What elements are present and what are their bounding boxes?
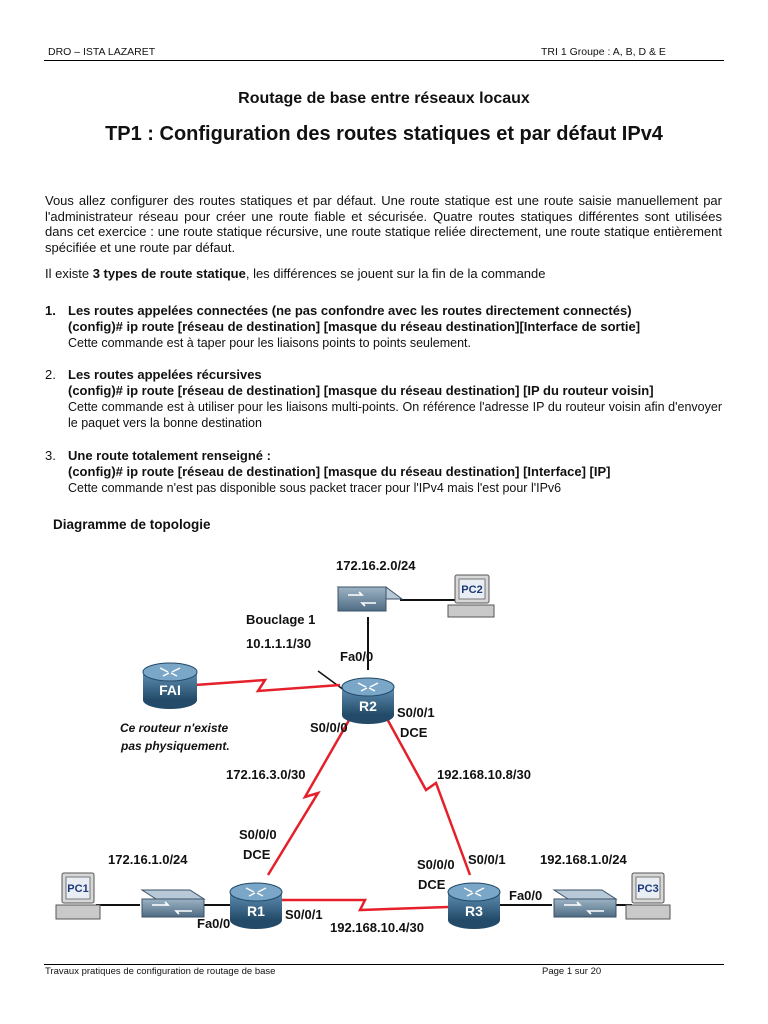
loopback-name-label: Bouclage 1 [246,612,315,627]
intro-paragraph: Vous allez configurer des routes statiqu… [45,193,722,255]
topology-diagram: FAI R2 R1 R3 PC2 [55,558,671,935]
topology-heading: Diagramme de topologie [53,517,211,532]
router-label-r2: R2 [359,698,377,714]
route-types-bold: 3 types de route statique [92,266,246,281]
wan-link-r1-r3 [280,898,449,912]
list-item-description: Cette commande est à taper pour les liai… [68,336,471,350]
network-label: 192.168.10.4/30 [330,920,424,935]
route-types-line: Il existe 3 types de route statique, les… [45,266,546,281]
loopback-ip-label: 10.1.1.1/30 [246,636,311,651]
list-item-description: Cette commande n'est pas disponible sous… [68,481,562,495]
interface-label: S0/0/1 [285,907,323,922]
document-title: TP1 : Configuration des routes statiques… [105,123,663,145]
interface-label: S0/0/1 [397,705,435,720]
router-icon: R3 [447,882,501,929]
interface-label: S0/0/0 [417,857,455,872]
switch-icon [140,889,206,918]
pc-label-pc1: PC1 [67,883,88,895]
list-item: 1. Les routes appelées connectées (ne pa… [45,303,722,351]
list-item-number: 3. [45,448,56,463]
pc-icon: PC2 [447,574,495,618]
list-item-description: Cette commande est à utiliser pour les l… [68,400,722,430]
router-label-fai: FAI [159,682,181,698]
network-label: 172.16.2.0/24 [336,558,416,573]
list-item-number: 1. [45,303,56,318]
router-icon: FAI [142,662,198,709]
list-item-command: (config)# ip route [réseau de destinatio… [68,319,641,334]
wan-link-fai-r2 [194,678,341,693]
dce-label: DCE [243,847,271,862]
route-types-suffix: , les différences se jouent sur la fin d… [245,266,546,281]
fai-note-line: Ce routeur n'existe [120,721,229,735]
pc-icon: PC1 [55,872,101,920]
fai-note-line: pas physiquement. [120,739,230,753]
dce-label: DCE [418,877,446,892]
router-label-r3: R3 [465,903,483,919]
network-label: 172.16.1.0/24 [108,852,188,867]
pc-icon: PC3 [625,872,671,920]
network-label: 192.168.1.0/24 [540,852,628,867]
interface-label: S0/0/0 [239,827,277,842]
wan-link-r2-r3 [383,714,472,876]
header-rule [44,60,724,61]
router-label-r1: R1 [247,903,265,919]
footer-rule [44,964,724,965]
router-icon: R1 [229,882,283,929]
document-subtitle: Routage de base entre réseaux locaux [238,90,530,107]
switch-icon [336,586,404,612]
route-types-prefix: Il existe [45,266,93,281]
interface-label: Fa0/0 [340,649,373,664]
switch-icon [552,889,618,918]
list-item-title: Une route totalement renseigné : [68,448,271,463]
router-icon: R2 [341,677,395,724]
interface-label: S0/0/1 [468,852,506,867]
pc-label-pc3: PC3 [637,883,658,895]
header-left: DRO – ISTA LAZARET [48,46,156,58]
list-item-title: Les routes appelées récursives [68,367,262,382]
dce-label: DCE [400,725,428,740]
pc-label-pc2: PC2 [461,584,482,596]
interface-label: S0/0/0 [310,720,348,735]
list-item-title: Les routes appelées connectées (ne pas c… [68,303,632,318]
wan-link-r1-r2 [266,714,354,876]
interface-label: Fa0/0 [509,888,542,903]
footer-page-number: Page 1 sur 20 [542,966,602,977]
list-item: 2. Les routes appelées récursives (confi… [45,367,722,431]
interface-label: Fa0/0 [197,916,230,931]
network-label: 172.16.3.0/30 [226,767,306,782]
list-item-command: (config)# ip route [réseau de destinatio… [68,464,611,479]
network-label: 192.168.10.8/30 [437,767,531,782]
footer-left: Travaux pratiques de configuration de ro… [45,966,276,977]
list-item-command: (config)# ip route [réseau de destinatio… [68,383,654,398]
list-item: 3. Une route totalement renseigné : (con… [45,448,722,496]
header-right: TRI 1 Groupe : A, B, D & E [541,46,666,58]
list-item-number: 2. [45,367,56,382]
